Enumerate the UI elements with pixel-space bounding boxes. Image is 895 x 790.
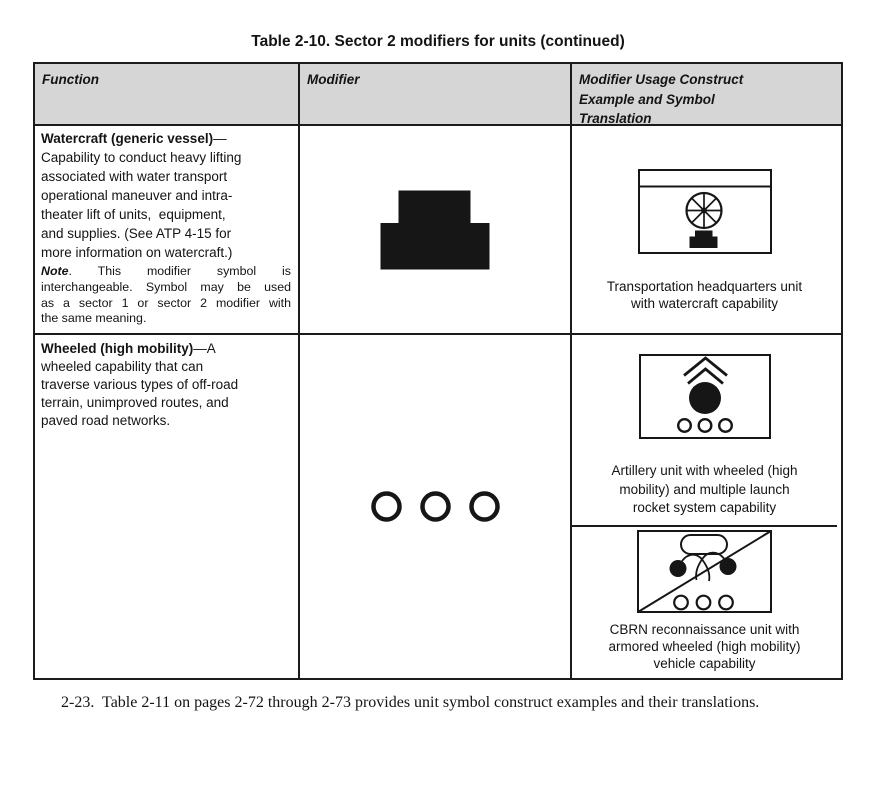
example-caption: CBRN reconnaissance unit with armored wh…: [608, 621, 800, 672]
table-row-watercraft: Watercraft (generic vessel)— Capability …: [35, 126, 841, 335]
caption-line: CBRN reconnaissance unit with: [609, 622, 800, 637]
watercraft-example-cell: Transportation headquarters unit with wa…: [572, 126, 837, 333]
note-line: the same meaning.: [41, 311, 147, 326]
three-circles-icon: [370, 491, 500, 522]
wheeled-function-cell: Wheeled (high mobility)—A wheeled capabi…: [35, 335, 300, 678]
watercraft-silhouette-icon: [380, 190, 490, 269]
caption-line: rocket system capability: [632, 500, 777, 515]
artillery-example-subcell: Artillery unit with wheeled (high mobili…: [572, 335, 837, 527]
cbrn-example-subcell: CBRN reconnaissance unit with armored wh…: [572, 527, 837, 676]
example-caption: Transportation headquarters unit with wa…: [607, 278, 802, 312]
function-title-suffix: —A: [193, 341, 216, 356]
modifiers-table: Function Modifier Modifier Usage Constru…: [33, 62, 843, 680]
caption-line: Artillery unit with wheeled (high: [611, 463, 798, 478]
note-line: as a sector 1 or sector 2 modifier with: [41, 295, 291, 310]
function-body-line: operational maneuver and intra-: [41, 188, 233, 203]
function-title-line: Watercraft (generic vessel)—: [41, 129, 291, 148]
transportation-hq-unit-symbol-icon: [637, 169, 772, 254]
header-function: Function: [35, 64, 300, 124]
function-title-line: Wheeled (high mobility)—A: [41, 340, 291, 358]
function-body-line: wheeled capability that can: [41, 359, 204, 374]
function-body-line: Capability to conduct heavy lifting: [41, 150, 242, 165]
header-usage-construct: Modifier Usage Construct Example and Sym…: [572, 64, 837, 126]
header-usage-line: Modifier Usage Construct: [579, 72, 744, 87]
paragraph-2-23: 2-23. Table 2-11 on pages 2-72 through 2…: [61, 694, 760, 711]
function-body-line: traverse various types of off-road: [41, 377, 239, 392]
function-title-dash: —: [213, 131, 227, 146]
watercraft-function-cell: Watercraft (generic vessel)— Capability …: [35, 126, 300, 333]
caption-line: with watercraft capability: [630, 296, 779, 311]
function-body-line: more information on watercraft.): [41, 245, 233, 260]
caption-line: armored wheeled (high mobility): [608, 639, 801, 654]
note-line: Note. This modifier symbol is: [41, 264, 291, 280]
watercraft-note: Note. This modifier symbol is interchang…: [41, 264, 291, 327]
caption-line: mobility) and multiple launch: [619, 481, 790, 497]
note-line: interchangeable. Symbol may be used: [41, 279, 291, 294]
note-text: . This modifier symbol is: [68, 264, 291, 278]
function-title: Wheeled (high mobility): [41, 341, 194, 356]
table-header-row: Function Modifier Modifier Usage Constru…: [35, 64, 841, 126]
header-modifier: Modifier: [300, 64, 572, 124]
function-body-line: theater lift of units, equipment,: [41, 207, 226, 222]
watercraft-modifier-cell: [300, 126, 572, 333]
function-title: Watercraft (generic vessel): [41, 131, 214, 146]
note-label: Note: [41, 264, 69, 278]
table-row-wheeled: Wheeled (high mobility)—A wheeled capabi…: [35, 335, 841, 678]
header-usage-line: Translation: [579, 111, 652, 126]
table-title: Table 2-10. Sector 2 modifiers for units…: [251, 33, 625, 50]
function-body-line: and supplies. (See ATP 4-15 for: [41, 226, 232, 241]
example-caption: Artillery unit with wheeled (high mobili…: [611, 462, 797, 518]
header-usage-line: Example and Symbol: [579, 91, 715, 107]
wheeled-modifier-cell: [300, 335, 572, 678]
caption-line: vehicle capability: [653, 656, 756, 671]
wheeled-example-cell: Artillery unit with wheeled (high mobili…: [572, 335, 837, 678]
cbrn-recon-armored-wheeled-unit-symbol-icon: [637, 530, 772, 613]
artillery-wheeled-mlrs-unit-symbol-icon: [638, 354, 771, 439]
function-body-line: terrain, unimproved routes, and: [41, 395, 229, 410]
caption-line: Transportation headquarters unit: [606, 279, 803, 294]
function-body-line: associated with water transport: [41, 169, 228, 184]
function-body-line: paved road networks.: [41, 413, 171, 428]
